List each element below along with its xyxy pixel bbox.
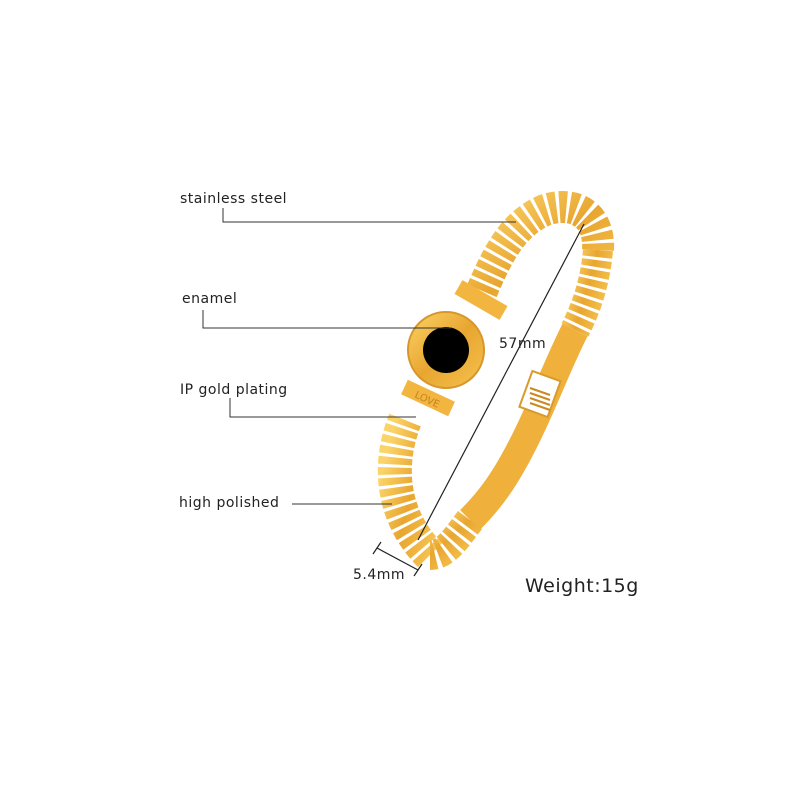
dimension-lines xyxy=(372,223,585,577)
callout-ip-gold-plating: IP gold plating xyxy=(180,382,288,398)
width-label: 5.4mm xyxy=(353,567,406,583)
roman-numeral-disk xyxy=(407,311,485,389)
callout-enamel: enamel xyxy=(182,291,238,307)
weight-label: Weight:15g xyxy=(525,575,639,597)
callout-lines xyxy=(202,208,516,505)
diameter-label: 57mm xyxy=(499,336,547,352)
enamel-center xyxy=(423,327,469,373)
width-line xyxy=(376,547,419,571)
callout-stainless-steel: stainless steel xyxy=(180,191,288,207)
love-bar-top xyxy=(454,280,508,320)
diameter-line xyxy=(417,223,585,541)
bracelet-band xyxy=(377,191,615,570)
callout-high-polished: high polished xyxy=(179,495,280,511)
